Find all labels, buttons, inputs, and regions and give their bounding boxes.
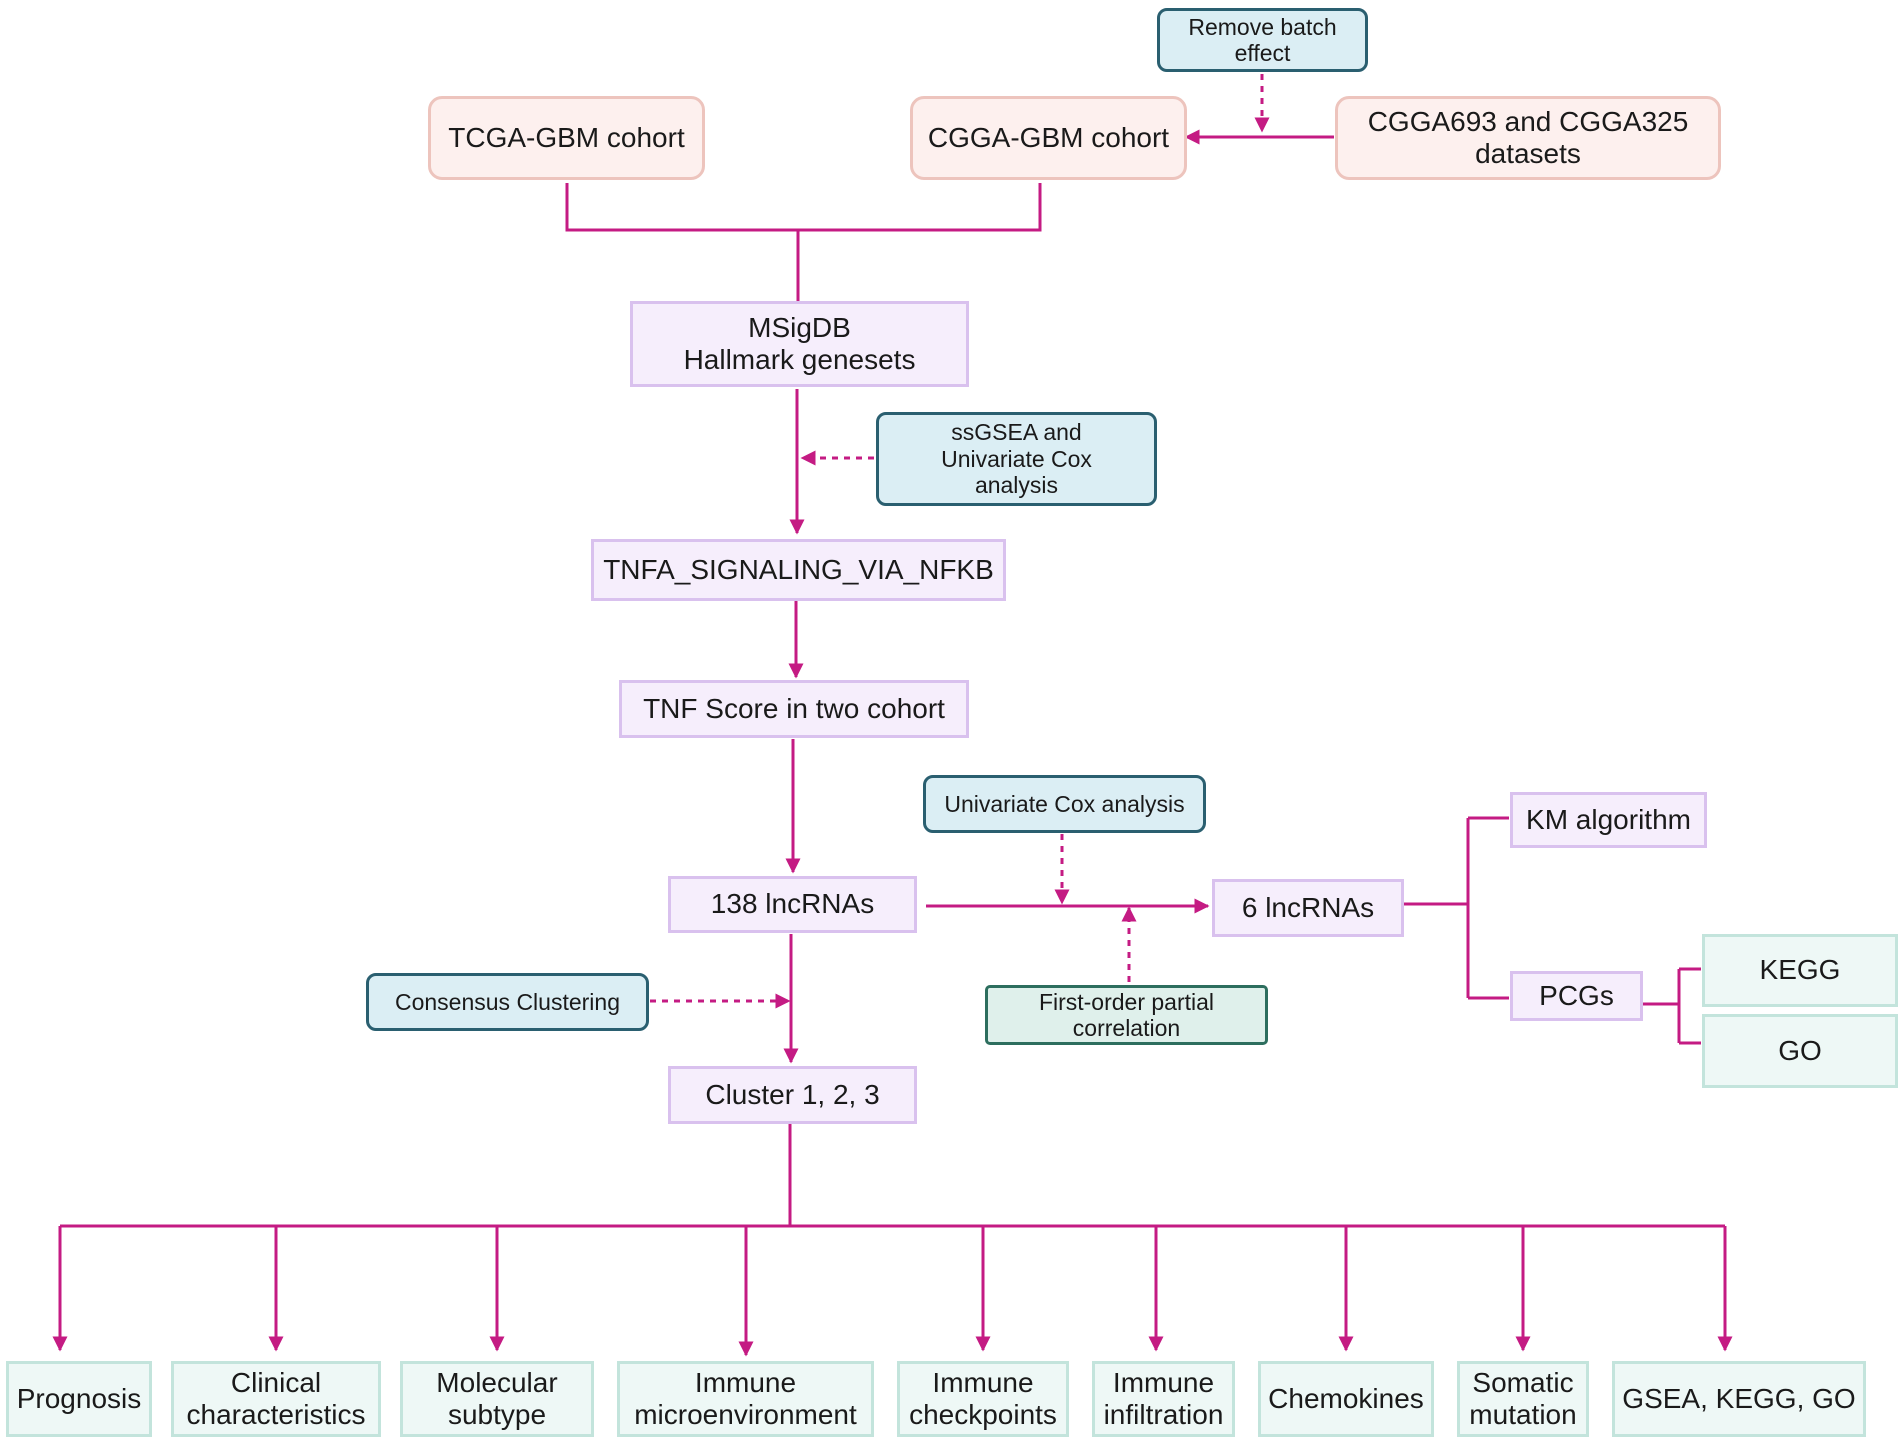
univariate-cox-node: Univariate Cox analysis <box>923 775 1206 833</box>
lncrnas-138-node: 138 lncRNAs <box>668 876 917 933</box>
connector-6-to-km-pcgs <box>1403 816 1509 1000</box>
outcome-somatic-mutation: Somatic mutation <box>1457 1361 1589 1437</box>
outcome-gsea-kegg-go: GSEA, KEGG, GO <box>1612 1361 1866 1437</box>
msigdb-node: MSigDB Hallmark genesets <box>630 301 969 387</box>
outcome-chemokines: Chemokines <box>1258 1361 1434 1437</box>
outcome-clinical-characteristics: Clinical characteristics <box>171 1361 381 1437</box>
consensus-clustering-node: Consensus Clustering <box>366 973 649 1031</box>
lncrnas-6-node: 6 lncRNAs <box>1212 879 1404 937</box>
first-order-node: First-order partial correlation <box>985 985 1268 1045</box>
tnfa-node: TNFA_SIGNALING_VIA_NFKB <box>591 539 1006 601</box>
km-algorithm-node: KM algorithm <box>1510 792 1707 848</box>
ssgsea-cox-node: ssGSEA and Univariate Cox analysis <box>876 412 1157 506</box>
outcome-prognosis: Prognosis <box>6 1361 152 1437</box>
tnf-score-node: TNF Score in two cohort <box>619 680 969 738</box>
go-node: GO <box>1702 1014 1898 1088</box>
clusters-node: Cluster 1, 2, 3 <box>668 1066 917 1124</box>
outcome-molecular-subtype: Molecular subtype <box>400 1361 594 1437</box>
connector-pcgs-to-kegg-go <box>1642 967 1701 1045</box>
outcome-immune-microenvironment: Immune microenvironment <box>617 1361 874 1437</box>
remove-batch-node: Remove batch effect <box>1157 8 1368 72</box>
outcome-immune-checkpoints: Immune checkpoints <box>897 1361 1069 1437</box>
cgga-datasets-node: CGGA693 and CGGA325 datasets <box>1335 96 1721 180</box>
pcgs-node: PCGs <box>1510 971 1643 1021</box>
outcome-immune-infiltration: Immune infiltration <box>1092 1361 1235 1437</box>
connector-tcga <box>565 183 1042 232</box>
tcga-cohort-node: TCGA-GBM cohort <box>428 96 705 180</box>
cgga-cohort-node: CGGA-GBM cohort <box>910 96 1187 180</box>
kegg-node: KEGG <box>1702 934 1898 1007</box>
